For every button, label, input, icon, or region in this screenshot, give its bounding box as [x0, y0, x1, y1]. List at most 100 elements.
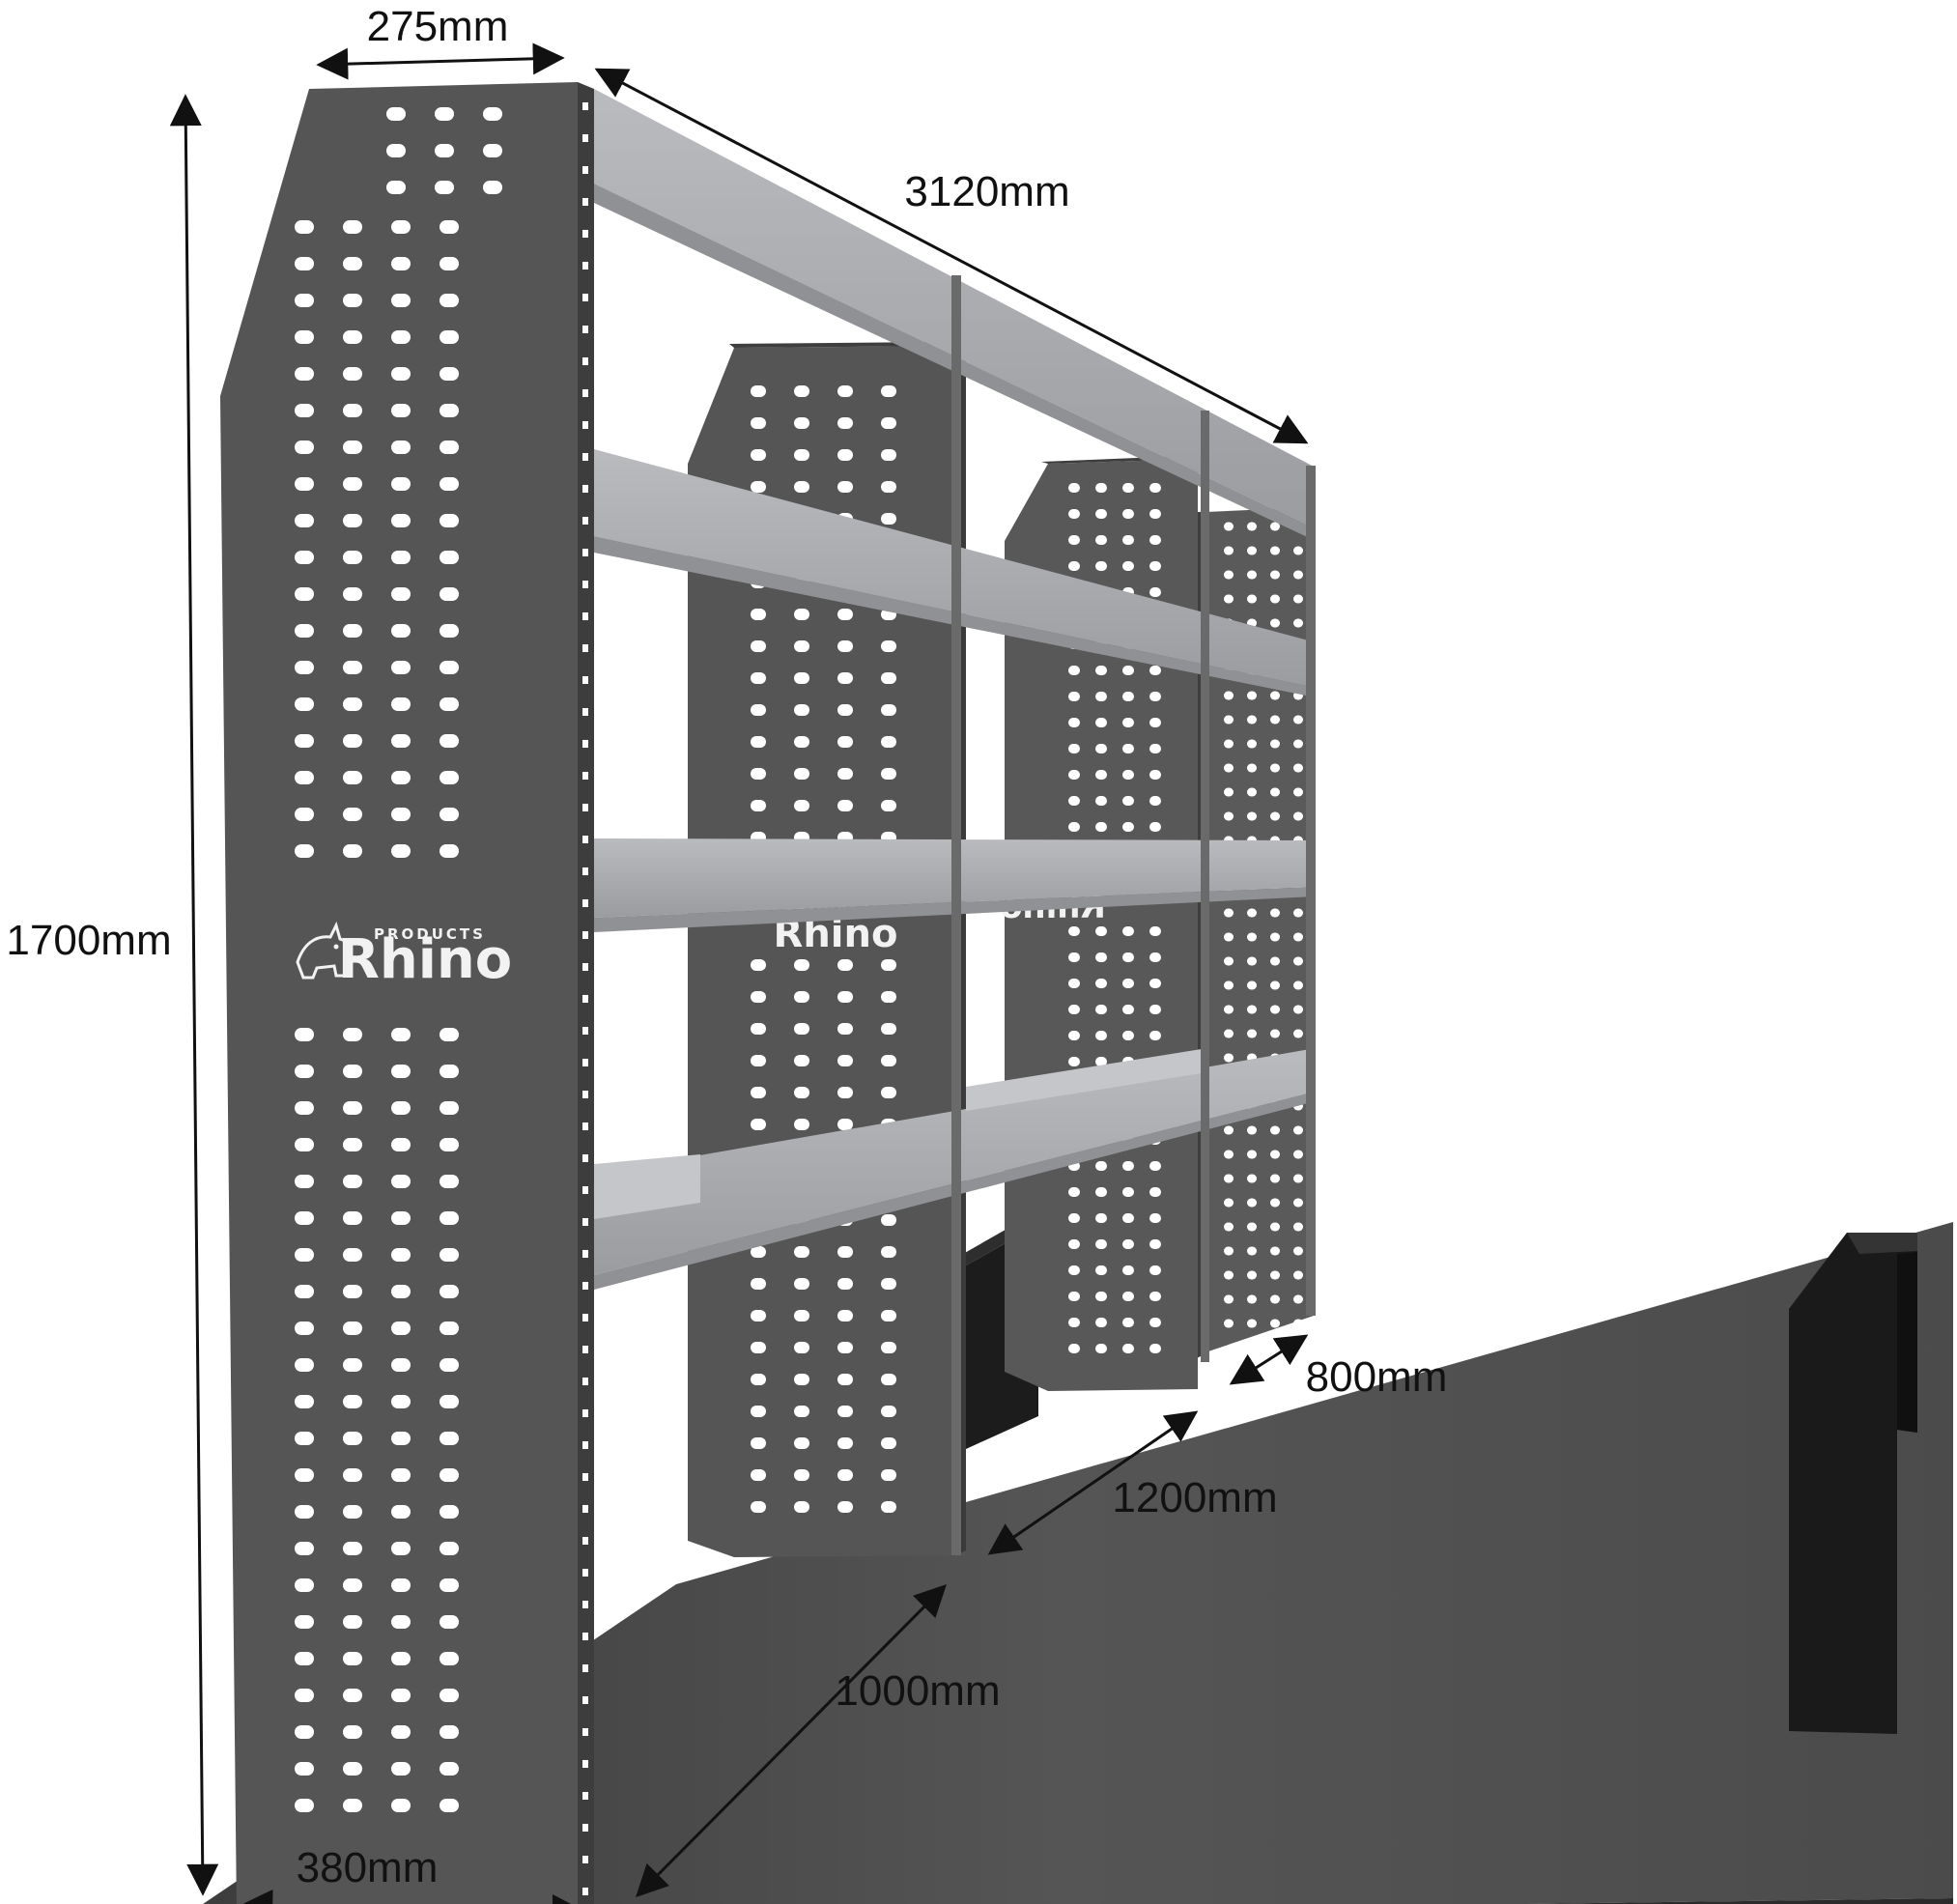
perforation-hole	[1270, 1198, 1280, 1208]
perforation-hole	[881, 991, 896, 1003]
perforation-hole	[295, 330, 314, 344]
perforation-hole	[837, 959, 853, 971]
perforation-hole	[343, 330, 362, 344]
perforation-hole	[1122, 718, 1134, 727]
perforation-hole	[440, 551, 459, 564]
perforation-hole	[295, 697, 314, 711]
perforation-hole	[343, 220, 362, 234]
perforation-hole	[1270, 522, 1280, 531]
perforation-hole	[440, 1028, 459, 1041]
perforation-hole	[391, 624, 411, 638]
edge-slot	[582, 549, 588, 556]
perforation-hole	[440, 1762, 459, 1776]
perforation-hole	[440, 734, 459, 748]
perforation-hole	[440, 514, 459, 527]
perforation-hole	[1247, 787, 1257, 797]
perforation-hole	[1095, 979, 1107, 988]
perforation-hole	[1095, 1161, 1107, 1171]
perforation-hole	[440, 808, 459, 821]
edge-slot	[582, 1888, 588, 1895]
edge-slot	[582, 740, 588, 748]
perforation-hole	[794, 1310, 809, 1321]
perforation-hole	[1270, 1294, 1280, 1304]
perforation-hole	[295, 661, 314, 674]
perforation-hole	[1095, 770, 1107, 780]
perforation-hole	[1293, 1246, 1303, 1256]
edge-slot	[582, 772, 588, 780]
perforation-hole	[1293, 908, 1303, 918]
perforation-hole	[343, 1615, 362, 1629]
perforation-hole	[1095, 666, 1107, 675]
perforation-hole	[391, 294, 411, 307]
perforation-hole	[1247, 763, 1257, 773]
perforation-hole	[1224, 1198, 1234, 1208]
perforation-hole	[1293, 594, 1303, 604]
perforation-hole	[391, 1065, 411, 1078]
perforation-hole	[751, 449, 766, 461]
perforation-hole	[1149, 1213, 1161, 1223]
perforation-hole	[1293, 1270, 1303, 1280]
edge-slot	[582, 1091, 588, 1098]
perforation-hole	[295, 1615, 314, 1629]
edge-slot	[582, 102, 588, 110]
perforation-hole	[435, 181, 454, 194]
perforation-hole	[1224, 1053, 1234, 1063]
perforation-hole	[343, 1285, 362, 1298]
perforation-hole	[295, 1689, 314, 1702]
perforation-hole	[794, 736, 809, 748]
perforation-hole	[343, 1542, 362, 1555]
perforation-hole	[391, 587, 411, 601]
perforation-hole	[343, 404, 362, 417]
perforation-hole	[1095, 744, 1107, 753]
perforation-hole	[881, 1087, 896, 1098]
perforation-hole	[391, 257, 411, 270]
perforation-hole	[881, 385, 896, 397]
perforation-hole	[343, 1321, 362, 1335]
perforation-hole	[1293, 980, 1303, 990]
edge-slot	[582, 931, 588, 939]
perforation-hole	[751, 417, 766, 429]
perforation-hole	[1095, 1239, 1107, 1249]
perforation-hole	[343, 1725, 362, 1739]
perforation-hole	[1122, 509, 1134, 519]
perforation-hole	[1068, 1292, 1080, 1301]
perforation-hole	[837, 1310, 853, 1321]
perforation-hole	[1149, 1005, 1161, 1014]
perforation-hole	[1293, 618, 1303, 628]
perforation-hole	[295, 514, 314, 527]
edge-slot	[582, 262, 588, 270]
perforation-hole	[295, 1211, 314, 1225]
perforation-hole	[751, 385, 766, 397]
perforation-hole	[1068, 561, 1080, 571]
perforation-hole	[1293, 763, 1303, 773]
perforation-hole	[1224, 1005, 1234, 1014]
perforation-hole	[881, 417, 896, 429]
perforation-hole	[1224, 1246, 1234, 1256]
edge-slot	[582, 1250, 588, 1258]
perforation-hole	[1224, 1294, 1234, 1304]
perforation-hole	[751, 672, 766, 684]
edge-slot	[582, 1760, 588, 1768]
perforation-hole	[343, 1505, 362, 1519]
perforation-hole	[391, 1652, 411, 1665]
perforation-hole	[391, 1138, 411, 1151]
perforation-hole	[1149, 952, 1161, 962]
dim-label-1000: 1000mm	[835, 1667, 1000, 1715]
perforation-hole	[881, 640, 896, 652]
perforation-hole	[1095, 561, 1107, 571]
perforation-hole	[1247, 980, 1257, 990]
edge-slot	[582, 1664, 588, 1672]
perforation-hole	[751, 609, 766, 620]
perforation-hole	[440, 1321, 459, 1335]
perforation-hole	[295, 1101, 314, 1115]
perforation-hole	[1224, 594, 1234, 604]
perforation-hole	[391, 1505, 411, 1519]
perforation-hole	[1149, 535, 1161, 545]
dim-line-1000	[636, 1584, 947, 1897]
perforation-hole	[391, 1468, 411, 1482]
perforation-hole	[1122, 1292, 1134, 1301]
perforation-hole	[1224, 691, 1234, 700]
edge-slot	[582, 166, 588, 174]
edge-slot	[582, 1824, 588, 1832]
perforation-hole	[1122, 1239, 1134, 1249]
